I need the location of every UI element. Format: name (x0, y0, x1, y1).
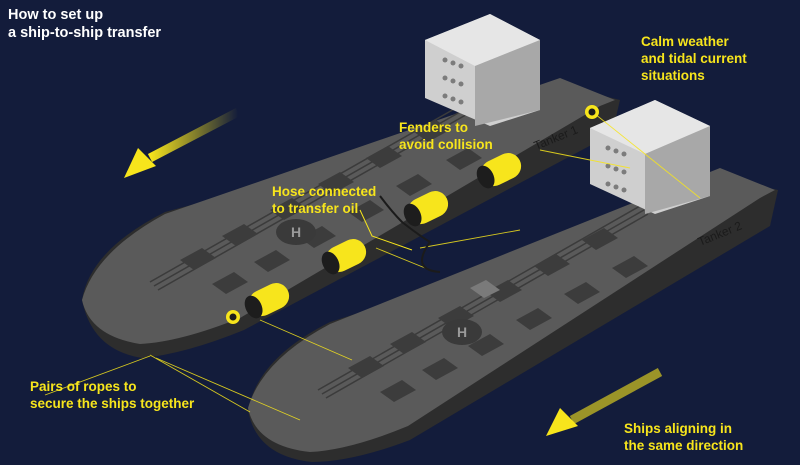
transfer-hose (379, 195, 441, 273)
svg-text:H: H (457, 324, 467, 340)
tanker-1: H Tanker 1 (82, 14, 620, 358)
svg-text:H: H (291, 224, 301, 240)
helipad-icon: H (442, 319, 482, 345)
annotation-calm-weather: Calm weather and tidal current situation… (641, 34, 747, 83)
annotation-aligning: Ships aligning in the same direction (624, 421, 744, 453)
direction-arrow-icon (546, 368, 663, 436)
helipad-icon: H (276, 219, 316, 245)
page-title: How to set up a ship-to-ship transfer (8, 7, 162, 41)
direction-arrow-icon (124, 108, 241, 178)
annotation-hose: Hose connected to transfer oil (272, 184, 377, 216)
annotation-fenders: Fenders to avoid collision (399, 120, 493, 152)
manifold (470, 280, 500, 298)
annotation-ropes: Pairs of ropes to secure the ships toget… (30, 379, 195, 411)
tanker-2: H Tanker 2 (248, 100, 778, 462)
fenders (226, 105, 599, 324)
mooring-ropes (44, 109, 701, 421)
